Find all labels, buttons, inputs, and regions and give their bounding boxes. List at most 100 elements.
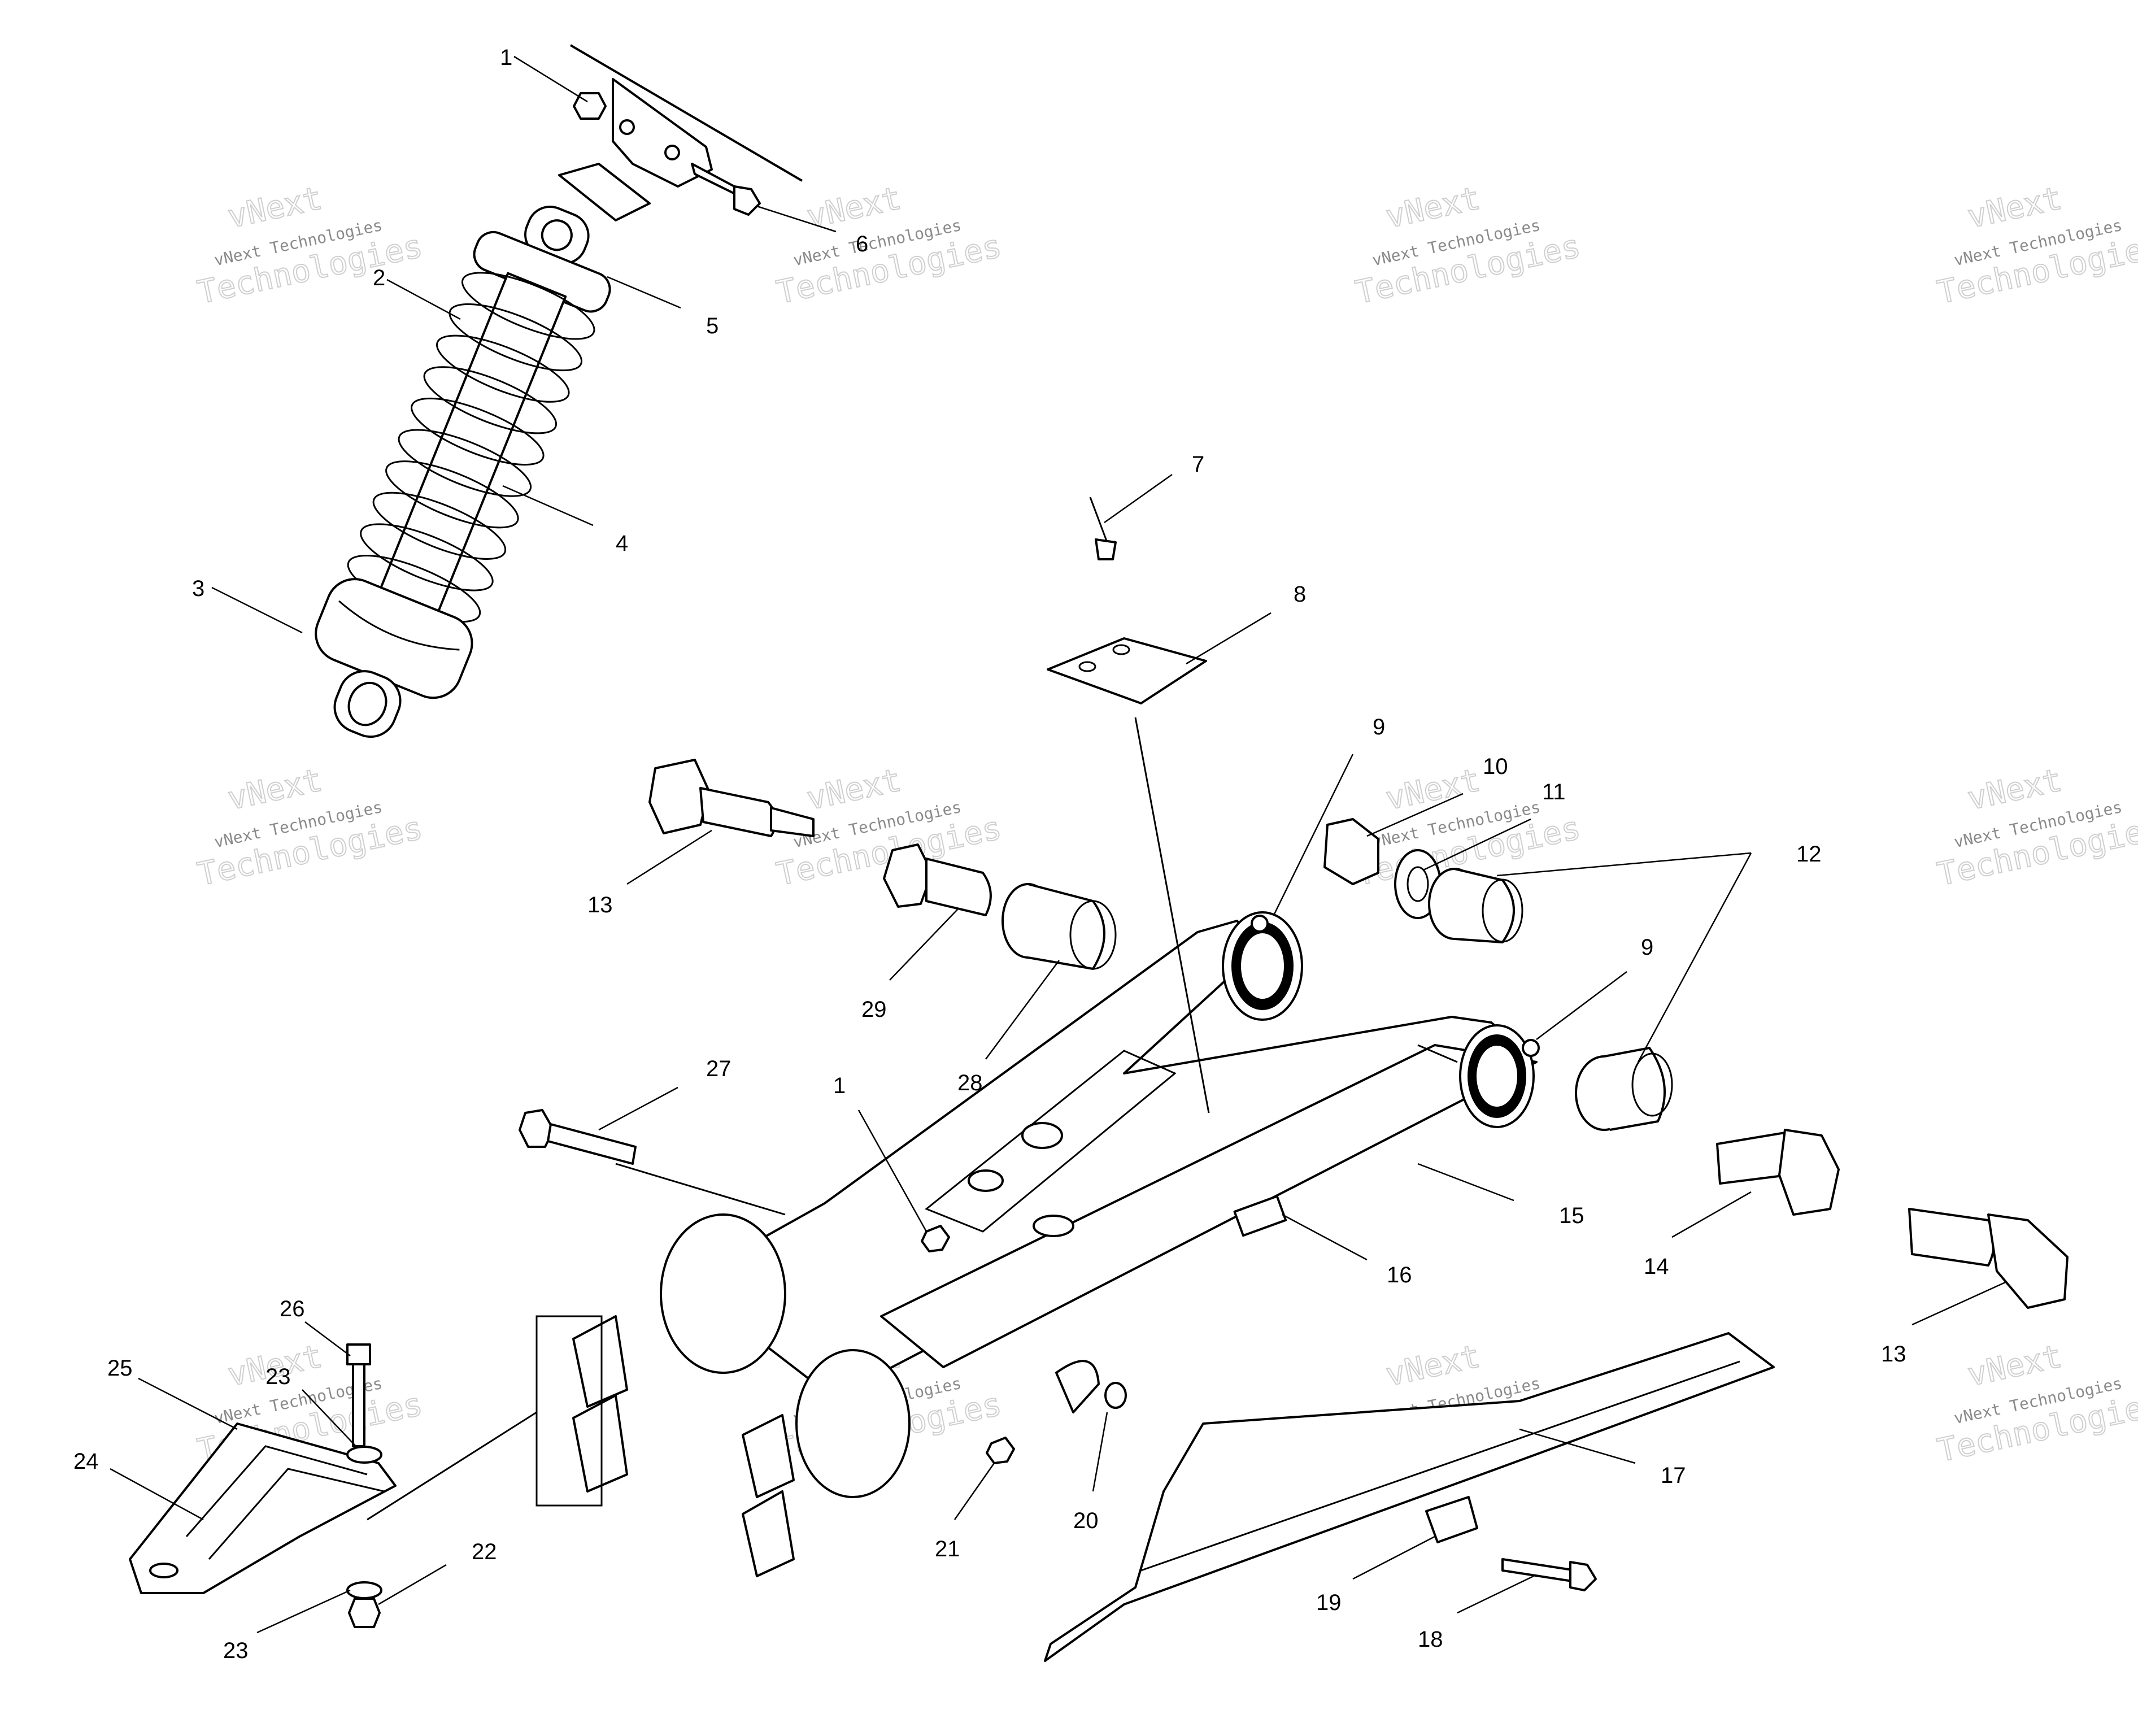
leader-14 — [1671, 1191, 1752, 1238]
axle-clamp-right — [795, 1349, 911, 1498]
chain-guide-groove — [1140, 1360, 1740, 1572]
spring-coil — [360, 523, 494, 591]
callout-labels: 1 2 3 4 5 6 7 8 9 9 10 11 12 13 13 14 15… — [73, 45, 1906, 1663]
watermark-text-1: vNext — [1383, 1338, 1483, 1394]
plate-hole-part-8 — [1112, 644, 1130, 655]
callout-5: 5 — [706, 314, 719, 338]
bolt-shank-part-18 — [1501, 1558, 1577, 1583]
watermark: vNext vNext Technologies Technologies — [1934, 761, 2138, 894]
callout-19: 19 — [1316, 1590, 1342, 1615]
leader-17 — [1519, 1428, 1636, 1464]
bolt-head-part-27 — [519, 1109, 555, 1148]
callout-1: 1 — [500, 45, 512, 70]
spring-coil — [385, 460, 519, 529]
shock-upper-eye-hole — [541, 219, 573, 251]
clamp-callout-box — [535, 1315, 603, 1507]
decal-part-16 — [1233, 1195, 1287, 1237]
pivot-bolt-shank-part-13 — [699, 787, 777, 837]
shock-lower-eye-hole — [347, 681, 387, 726]
bracket-part-24 — [129, 1422, 397, 1594]
spring-coil — [398, 429, 532, 497]
callout-15: 15 — [1559, 1203, 1584, 1228]
spacer-flange-part-29 — [883, 843, 933, 908]
plate-hole-part-8 — [1078, 661, 1096, 672]
rivet-head-part-7 — [1095, 538, 1117, 560]
watermark-text-1: vNext — [804, 180, 904, 236]
bracket-hole — [149, 1563, 178, 1578]
leader-24 — [110, 1468, 204, 1521]
nut-part-1 — [573, 92, 607, 120]
shock-absorber-assembly — [315, 206, 611, 738]
watermark-text-1: vNext — [1383, 180, 1483, 236]
watermark: vNext vNext Technologies Technologies — [773, 179, 1005, 312]
watermark: vNext vNext Technologies Technologies — [1352, 179, 1584, 312]
callout-9: 9 — [1373, 715, 1385, 739]
bolt-part-27 — [519, 1109, 637, 1165]
rear-bracket-assembly — [129, 1343, 397, 1628]
leader-25 — [138, 1377, 238, 1430]
callout-12: 12 — [1796, 842, 1822, 867]
callout-17: 17 — [1661, 1463, 1686, 1488]
leader-21 — [953, 1463, 995, 1520]
spring-coil — [436, 334, 570, 403]
pivot-shaft-head-part-14 — [1778, 1129, 1840, 1216]
leader-22 — [378, 1564, 447, 1606]
callout-22: 22 — [472, 1539, 497, 1564]
leader-20 — [1092, 1412, 1108, 1492]
frame-bracket — [569, 44, 803, 188]
washer-hole-part-11 — [1407, 866, 1429, 902]
watermark-text-1: vNext — [1965, 762, 2065, 817]
callout-27: 27 — [706, 1056, 731, 1081]
hex-nut-part-10 — [1323, 818, 1379, 885]
watermark-text-1: vNext — [225, 762, 325, 817]
bolt-head-part-6 — [733, 185, 761, 216]
callout-26: 26 — [280, 1296, 305, 1321]
watermark: vNext vNext Technologies Technologies — [194, 761, 426, 894]
nut-part-21 — [986, 1437, 1015, 1464]
washer-part-23-lower — [346, 1581, 382, 1599]
plate-part-8 — [1047, 637, 1207, 704]
bushing-body-part-28 — [1027, 883, 1105, 970]
swing-arm-lower-rail — [880, 1044, 1538, 1368]
leader-9a — [1273, 754, 1354, 916]
pivot-bolt-head-part-13 — [1987, 1213, 2069, 1309]
exploded-line-plate — [1134, 717, 1210, 1113]
clamp-tab — [742, 1414, 795, 1498]
leader-26 — [304, 1321, 351, 1356]
leader-18 — [1457, 1575, 1534, 1614]
callout-10: 10 — [1483, 754, 1508, 779]
leader-15 — [1417, 1163, 1514, 1202]
clamp-tab — [572, 1315, 628, 1408]
nut-part-1 — [921, 1225, 950, 1252]
pivot-bolt-head-part-13 — [648, 759, 710, 834]
watermark-text-1: vNext — [804, 762, 904, 817]
leader-29 — [889, 909, 958, 981]
leader-12b — [1637, 852, 1752, 1063]
spring-coil — [372, 491, 507, 560]
washer-part-20 — [1104, 1382, 1127, 1409]
left-pivot-hardware — [648, 759, 1117, 970]
axle-clamp-left — [660, 1213, 786, 1374]
leader-8 — [1186, 612, 1272, 665]
spring-coil — [423, 366, 558, 434]
callout-25: 25 — [107, 1356, 133, 1381]
watermark-text-1: vNext — [225, 180, 325, 236]
leader-9b — [1536, 971, 1627, 1040]
leader-6 — [756, 205, 837, 233]
callout-20: 20 — [1073, 1508, 1099, 1533]
upper-pivot-bore-hole — [1239, 931, 1286, 1001]
washer-part-23-upper — [346, 1446, 382, 1464]
nut-part-22 — [348, 1598, 381, 1628]
leader-lines — [110, 55, 2006, 1634]
bracket-hole — [619, 119, 635, 135]
callout-13: 13 — [587, 893, 613, 917]
leader-5 — [607, 276, 681, 309]
leader-2 — [386, 279, 461, 320]
callout-24: 24 — [73, 1449, 99, 1474]
spring-coil — [448, 303, 583, 372]
callout-23: 23 — [223, 1638, 249, 1663]
leader-28 — [985, 960, 1060, 1060]
decal-hardware — [1047, 497, 1207, 704]
rivet-pin-part-7 — [1089, 497, 1108, 543]
